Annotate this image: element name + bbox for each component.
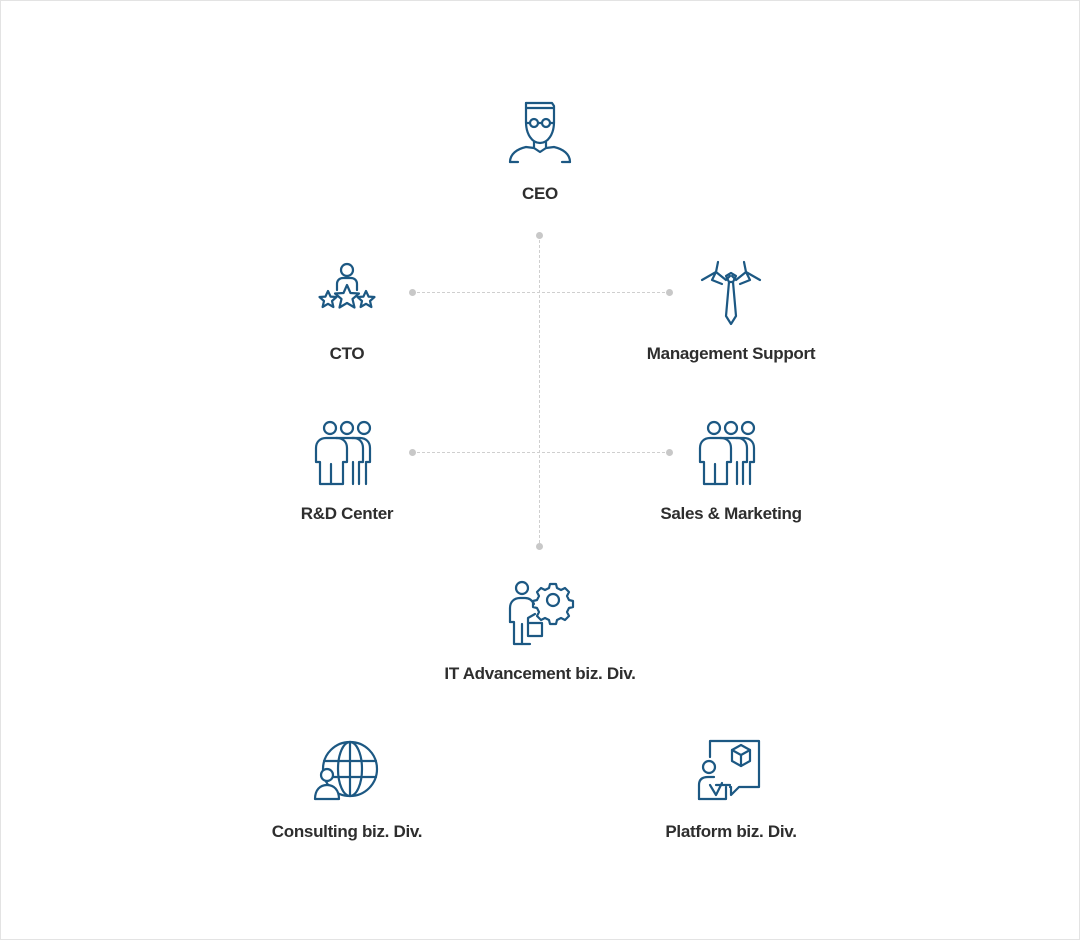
node-rnd-center: R&D Center xyxy=(197,418,497,524)
ceo-person-glasses-icon xyxy=(508,101,572,164)
person-globe-icon xyxy=(313,740,379,801)
node-label-it-advancement: IT Advancement biz. Div. xyxy=(444,664,636,683)
node-label-cto: CTO xyxy=(329,344,365,363)
node-it-advancement: IT Advancement biz. Div. xyxy=(390,578,690,684)
connector-dot-bottom xyxy=(536,543,543,550)
node-label-consulting: Consulting biz. Div. xyxy=(271,822,423,841)
node-cto: CTO xyxy=(197,258,497,364)
node-label-rnd-center: R&D Center xyxy=(300,504,394,523)
node-platform: Platform biz. Div. xyxy=(581,737,881,842)
node-label-management-support: Management Support xyxy=(646,344,816,363)
connector-dot-management xyxy=(666,289,673,296)
node-label-platform: Platform biz. Div. xyxy=(665,822,797,841)
person-cube-chat-icon xyxy=(697,739,761,801)
node-sales-marketing: Sales & Marketing xyxy=(581,418,881,524)
connector-dot-rnd xyxy=(409,449,416,456)
person-gear-icon xyxy=(508,580,575,646)
connector-dot-cto xyxy=(409,289,416,296)
node-label-ceo: CEO xyxy=(522,184,558,203)
person-stars-icon xyxy=(318,262,376,309)
connector-dot-top xyxy=(536,232,543,239)
node-management-support: Management Support xyxy=(581,258,881,364)
connector-dot-sales xyxy=(666,449,673,456)
people-group-icon xyxy=(698,420,756,486)
node-label-sales-marketing: Sales & Marketing xyxy=(660,504,802,523)
people-group-icon xyxy=(314,420,372,486)
node-ceo: CEO xyxy=(390,98,690,204)
necktie-collar-icon xyxy=(700,260,762,326)
node-consulting: Consulting biz. Div. xyxy=(197,737,497,842)
